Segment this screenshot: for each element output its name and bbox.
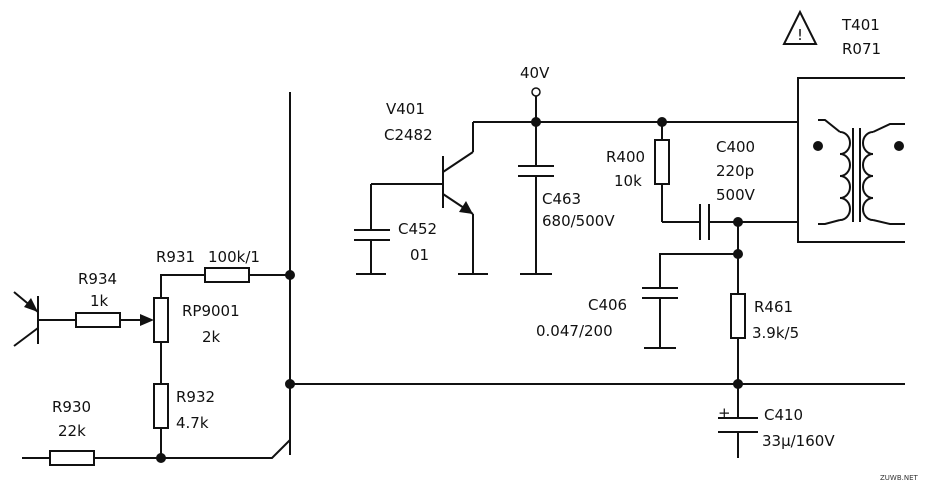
warning-icon: !: [782, 9, 818, 45]
resistor-r930: [22, 439, 291, 466]
label-r400-value: 10k: [614, 172, 642, 190]
label-c463: C463: [542, 190, 581, 208]
label-r932: R932: [176, 388, 215, 406]
r461-chain: [730, 222, 746, 418]
label-r934-value: 1k: [90, 292, 109, 310]
label-r932-value: 4.7k: [176, 414, 209, 432]
capacitor-c463: [518, 122, 554, 275]
capacitor-c410: +: [718, 404, 758, 458]
label-rp9001-value: 2k: [202, 328, 221, 346]
resistor-r400: [654, 122, 700, 223]
label-c2482: C2482: [384, 126, 433, 144]
capacitor-c406: [642, 253, 738, 349]
label-r931: R931: [156, 248, 195, 266]
label-r461-value: 3.9k/5: [752, 324, 799, 342]
component-labels: T401 R071 40V V401 C2482 R400 10k C400 2…: [52, 16, 919, 482]
label-c400-value-2: 500V: [716, 186, 756, 204]
svg-text:+: +: [718, 404, 731, 422]
watermark: ZUWB.NET: [880, 474, 919, 482]
supply-rail: [473, 87, 798, 127]
label-r934: R934: [78, 270, 117, 288]
label-c410: C410: [764, 406, 803, 424]
label-r931-value: 100k/1: [208, 248, 260, 266]
polarity-dot-primary: [813, 141, 823, 151]
label-r071: R071: [842, 40, 881, 58]
transformer-t401: [797, 77, 905, 243]
resistor-r932: [153, 383, 169, 463]
label-c452: C452: [398, 220, 437, 238]
label-c463-value: 680/500V: [542, 212, 615, 230]
transistor-v401: [371, 122, 488, 275]
potentiometer-rp9001: [153, 297, 169, 384]
label-t401: T401: [841, 16, 880, 34]
label-r930: R930: [52, 398, 91, 416]
label-c400: C400: [716, 138, 755, 156]
label-r930-value: 22k: [58, 422, 86, 440]
capacitor-c452: [354, 184, 390, 275]
resistor-r934: [38, 312, 154, 328]
resistor-r931: [160, 267, 290, 298]
main-bus: [285, 92, 905, 455]
label-c406: C406: [588, 296, 627, 314]
label-rp9001: RP9001: [182, 302, 240, 320]
label-v401: V401: [386, 100, 425, 118]
polarity-dot-secondary: [894, 141, 904, 151]
label-c410-value: 33μ/160V: [762, 432, 835, 450]
svg-text:!: !: [797, 26, 803, 44]
input-transistor: [13, 291, 39, 347]
label-40v: 40V: [520, 64, 550, 82]
label-c400-value-1: 220p: [716, 162, 754, 180]
label-r461: R461: [754, 298, 793, 316]
label-c406-value: 0.047/200: [536, 322, 613, 340]
label-c452-value: 01: [410, 246, 429, 264]
label-r400: R400: [606, 148, 645, 166]
capacitor-c400: [699, 204, 798, 240]
